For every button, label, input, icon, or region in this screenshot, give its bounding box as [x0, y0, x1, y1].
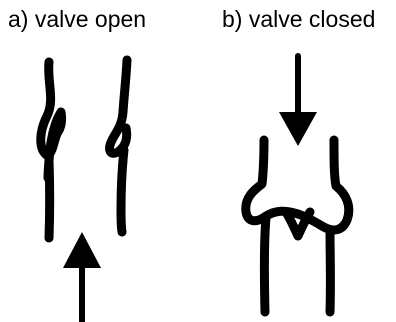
- valve-closed-right-cusp: [293, 135, 354, 235]
- valve-closed-left-lower-wall: [259, 213, 271, 317]
- panel-valve-open: a) valve open: [8, 6, 146, 322]
- valve-closed-cusp-junction: [281, 207, 315, 241]
- flow-arrow-up: [63, 232, 101, 322]
- panel-valve-closed-caption: b) valve closed: [222, 6, 375, 32]
- backflow-arrow-down: [279, 53, 317, 146]
- valve-closed-left-cusp: [241, 135, 303, 226]
- panel-valve-open-caption: a) valve open: [8, 6, 146, 32]
- valve-open-left-wall: [36, 57, 67, 243]
- panel-valve-closed: b) valve closed: [222, 6, 375, 317]
- valve-open-right-wall: [105, 55, 132, 237]
